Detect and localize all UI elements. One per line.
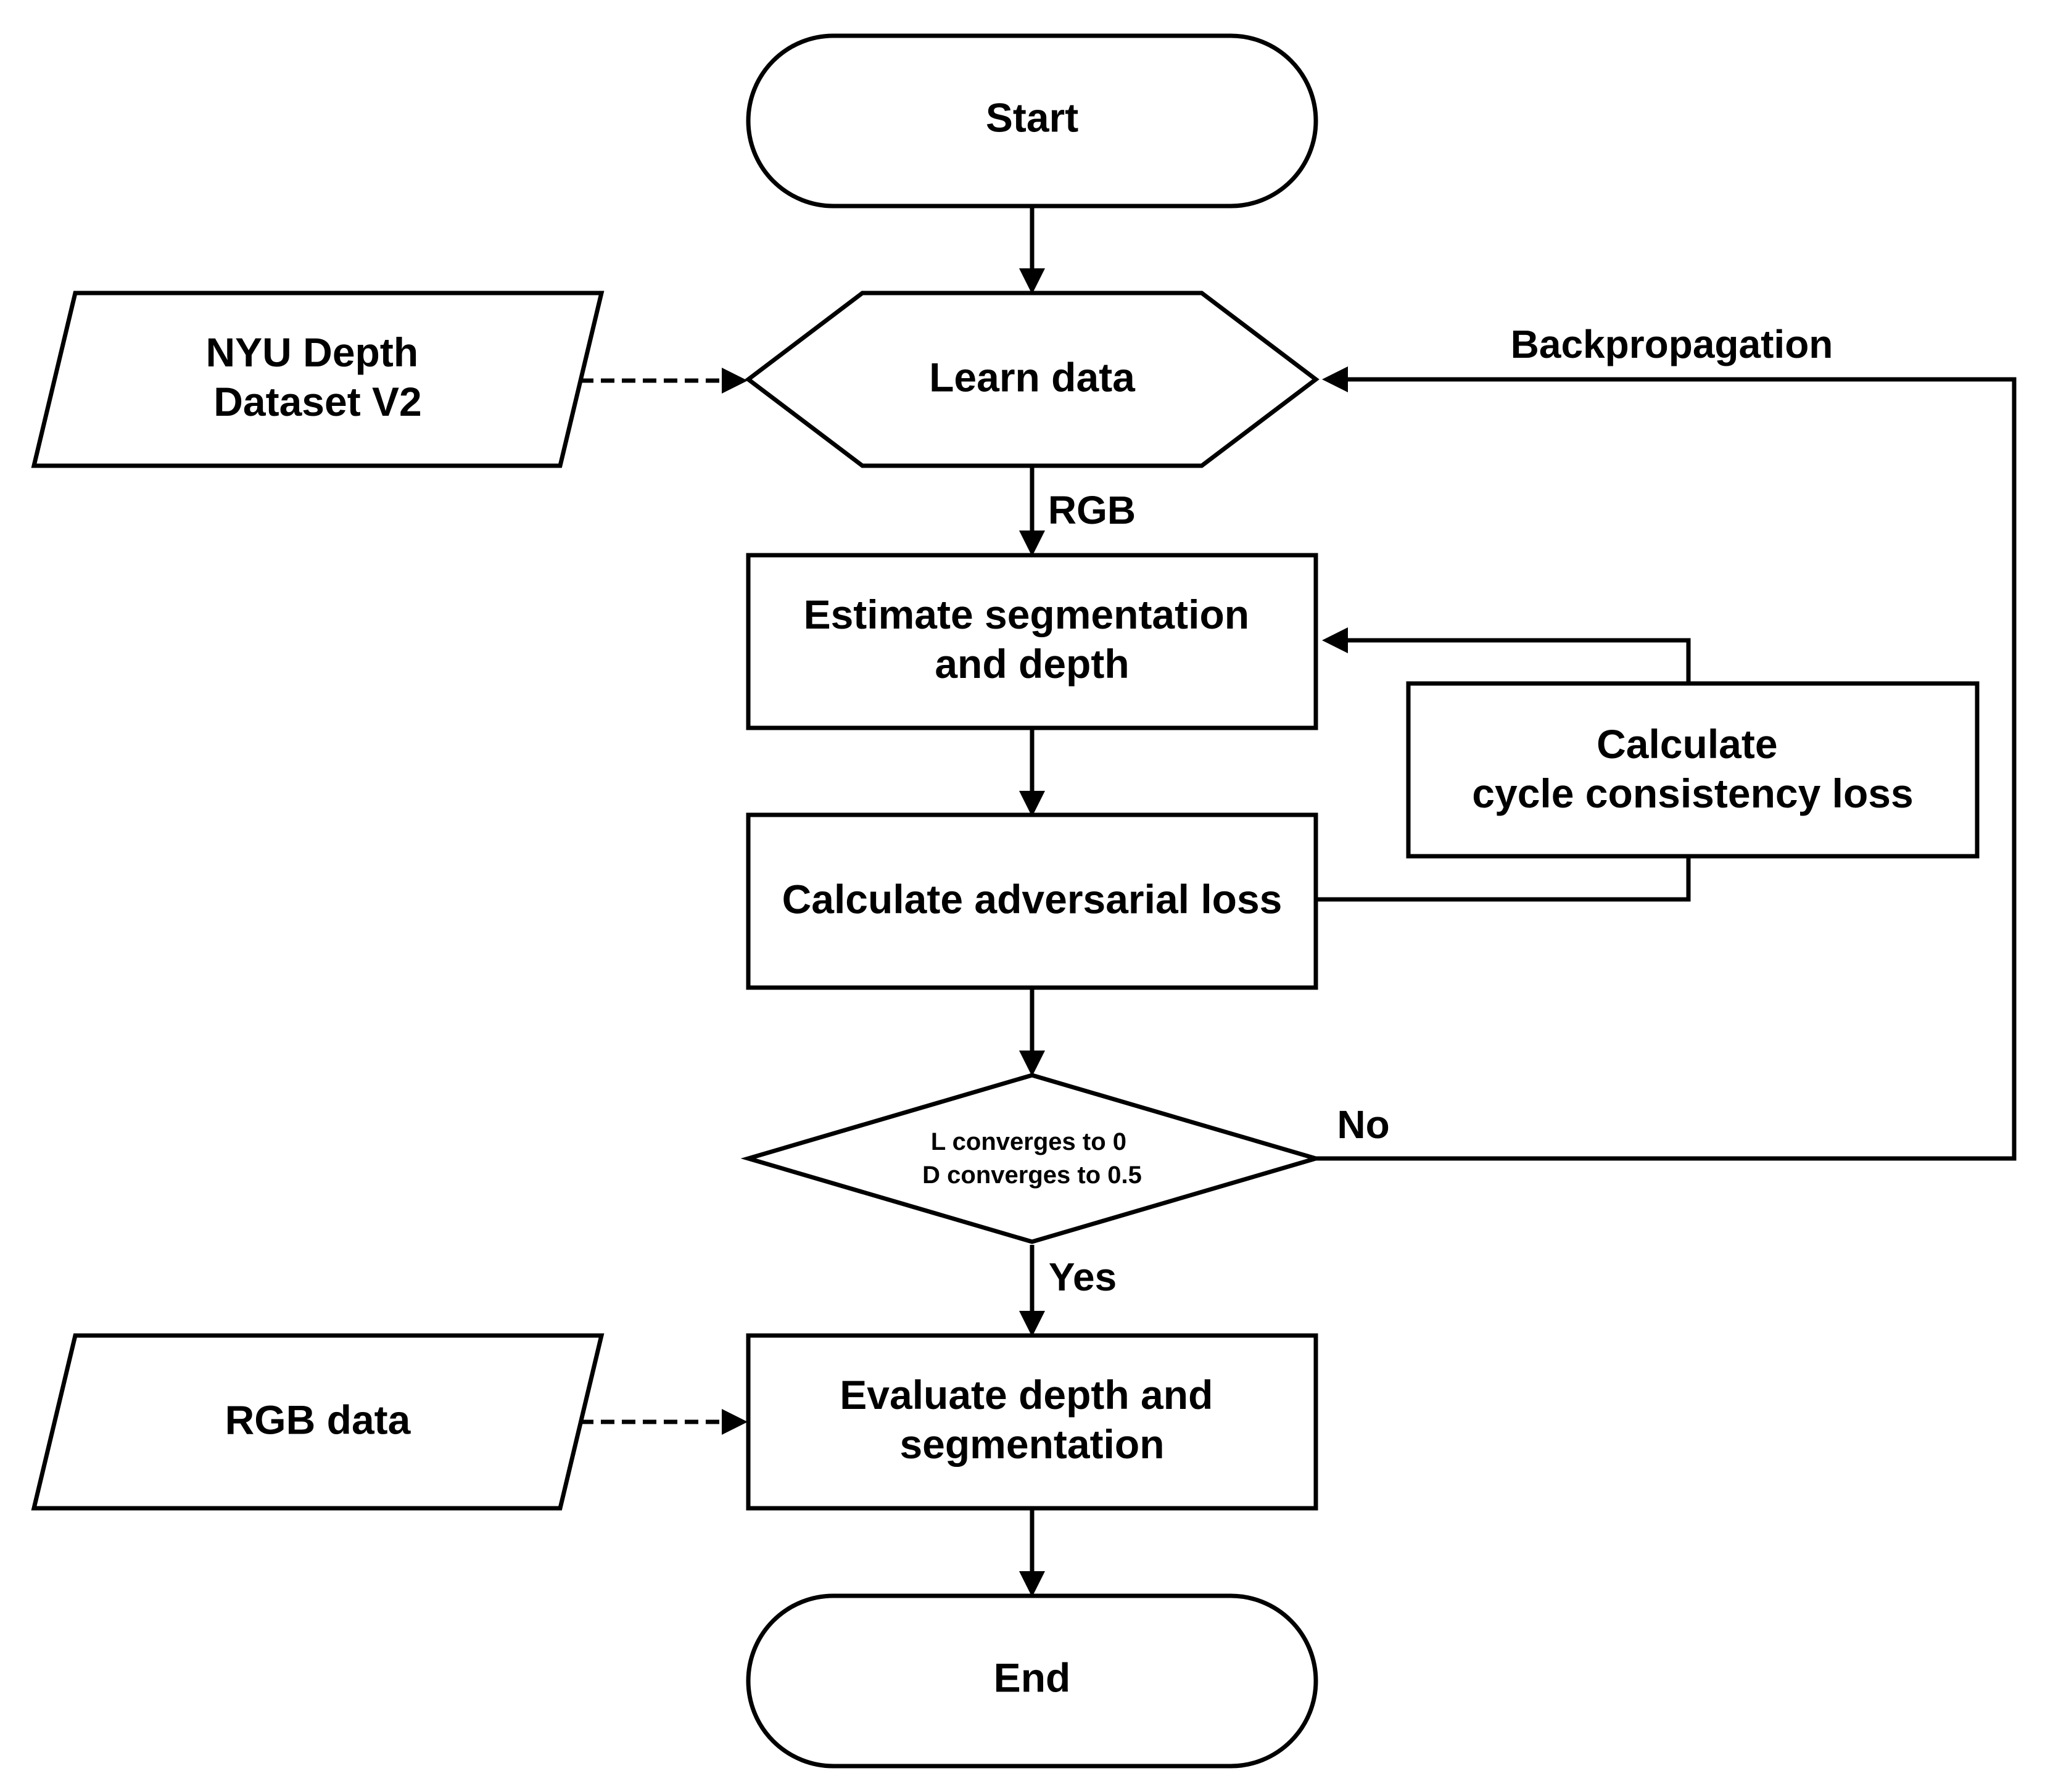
evaluate-line-2: segmentation [899, 1421, 1164, 1467]
edge-label-yes: Yes [1049, 1255, 1117, 1299]
end-node: End [746, 1593, 1318, 1769]
edge-label-backpropagation: Backpropagation [1511, 322, 1833, 366]
backpropagation-loop-arrow [1316, 366, 2017, 1161]
estimate-line-2: and depth [935, 641, 1129, 687]
start-node: Start [746, 33, 1318, 209]
edge-label-no: No [1337, 1102, 1389, 1147]
adversarial-loss-label: Calculate adversarial loss [782, 876, 1283, 922]
decision-line-2: D converges to 0.5 [922, 1162, 1142, 1189]
nyu-dataset-line-2: Dataset V2 [213, 379, 422, 424]
nyu-dataset-node: NYU Depth Dataset V2 [31, 291, 605, 468]
decision-line-1: L converges to 0 [931, 1128, 1126, 1155]
edge-label-rgb: RGB [1048, 488, 1136, 532]
rgb-data-label: RGB data [225, 1397, 411, 1442]
start-label: Start [986, 94, 1078, 140]
evaluate-node: Evaluate depth and segmentation [746, 1333, 1318, 1511]
rgb-data-node: RGB data [31, 1333, 605, 1511]
cycle-loss-node: Calculate cycle consistency loss [1406, 681, 1980, 859]
estimate-line-1: Estimate segmentation [804, 592, 1250, 637]
learn-data-node: Learn data [745, 291, 1320, 468]
evaluate-line-1: Evaluate depth and [840, 1372, 1213, 1418]
cycle-loss-label: Calculate cycle consistency loss [1472, 721, 1913, 816]
estimate-label: Estimate segmentation and depth [804, 592, 1261, 687]
adversarial-loss-node: Calculate adversarial loss [746, 812, 1318, 990]
nyu-dataset-line-1: NYU Depth [205, 329, 418, 375]
evaluate-label: Evaluate depth and segmentation [840, 1372, 1224, 1467]
decision-label: L converges to 0 D converges to 0.5 [922, 1128, 1142, 1189]
learn-data-label: Learn data [929, 354, 1136, 400]
cycle-loss-line-1: Calculate [1597, 721, 1777, 767]
end-label: End [994, 1654, 1071, 1700]
nyu-dataset-label: NYU Depth Dataset V2 [205, 329, 429, 424]
cycle-loss-line-2: cycle consistency loss [1472, 770, 1913, 816]
decision-node: L converges to 0 D converges to 0.5 [740, 1073, 1324, 1244]
estimate-node: Estimate segmentation and depth [746, 553, 1318, 730]
